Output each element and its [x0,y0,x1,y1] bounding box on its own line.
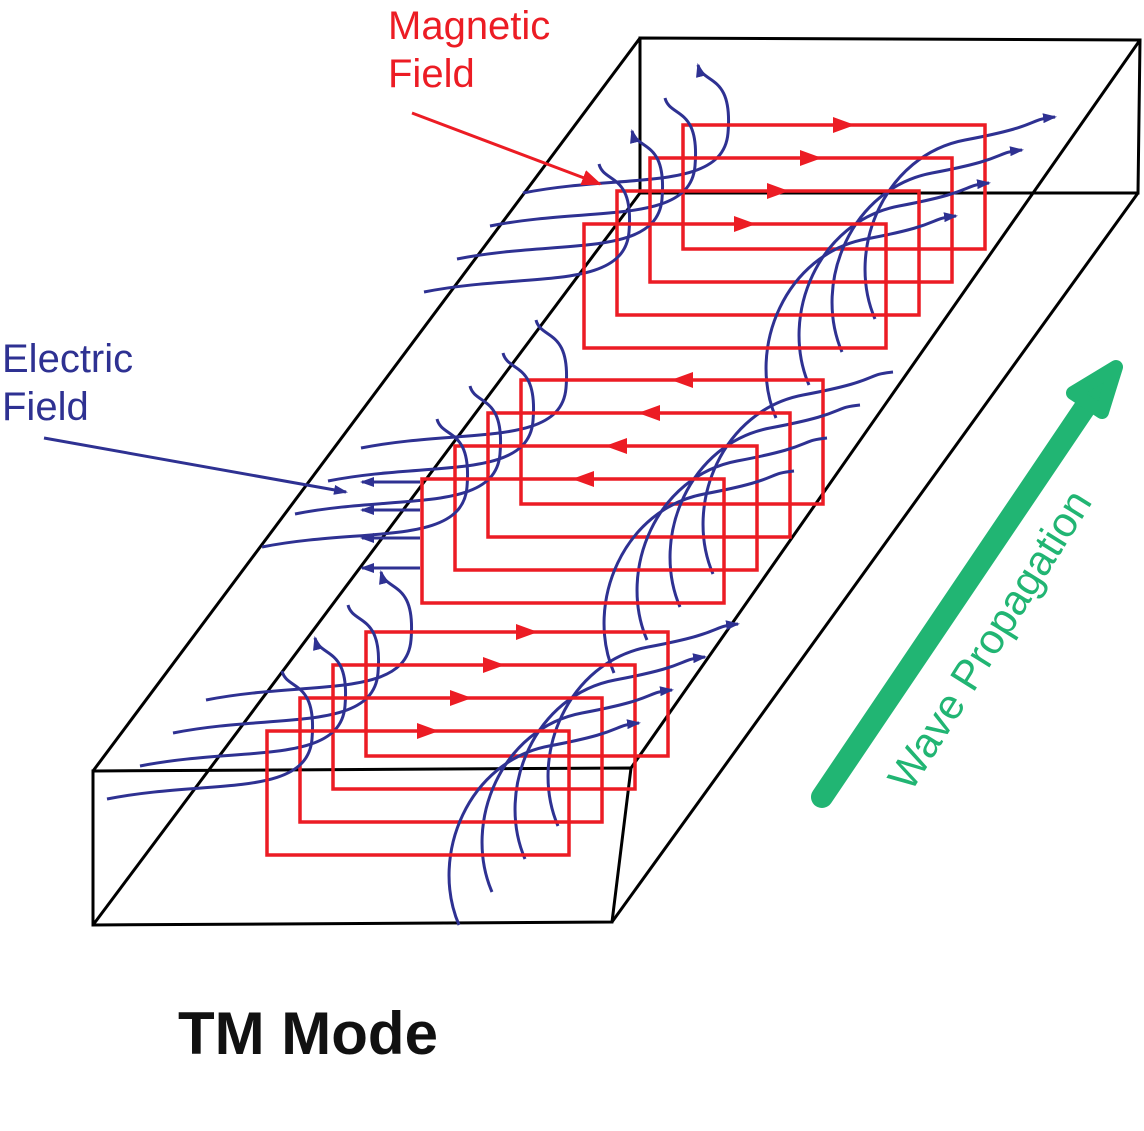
electric-field-line [456,129,665,261]
magnetic-direction-arrow [417,723,439,739]
waveguide-box [91,36,1142,927]
waveguide-edge [629,39,1142,769]
electric-field-line [602,469,795,674]
magnetic-field-loop [298,696,604,824]
magnetic-field-loop [582,222,888,350]
electric-label-line2: Field [2,385,89,429]
wave-propagation-arrow-head [1066,360,1123,419]
electric-field-line [489,97,698,228]
magnetic-direction-arrow [450,690,472,706]
magnetic-direction-arrow [671,372,693,388]
electric-field-line [139,636,348,768]
electric-field-line [797,179,991,386]
electric-field-line [522,63,731,195]
waveguide-edge [91,37,642,772]
magnetic-pointer-arrow [411,111,602,186]
magnetic-field-loop [648,156,954,284]
electric-field-line [635,436,828,641]
magnetic-field-loop [420,477,726,605]
magnetic-field-loop [364,630,670,758]
magnetic-direction-arrow [800,150,822,166]
magnetic-direction-arrow [483,657,505,673]
electric-field-line [327,352,536,483]
electric-field-line [261,418,470,549]
electric-field-label: Electric Field [2,335,133,431]
electric-field-line [480,686,674,893]
magnetic-direction-arrow [572,471,594,487]
magnetic-field-loop [486,411,792,539]
electric-field-line [106,670,315,801]
electric-field-line [513,653,707,860]
magnetic-label-line2: Field [388,52,475,96]
electric-field-line [863,113,1057,320]
magnetic-field-loop [453,444,759,572]
electric-field-line [172,604,381,735]
magnetic-direction-arrow [833,117,855,133]
diagram-title: TM Mode [178,1000,438,1067]
electric-field-line [546,620,740,827]
electric-pointer-arrow [43,436,348,495]
waveguide-back-face [638,36,1142,195]
magnetic-field-loop [519,378,825,506]
magnetic-field-loop [265,729,571,857]
electric-field-line [423,163,632,294]
magnetic-direction-arrow [605,438,627,454]
magnetic-field-loop [615,189,921,317]
waveguide-edge [610,192,1140,923]
magnetic-direction-arrow [767,183,789,199]
field-lines [106,63,1057,926]
electric-field-line [447,719,641,926]
electric-field-line [668,403,861,608]
electric-field-line [360,319,569,450]
magnetic-direction-arrow [734,216,756,232]
waveguide-edge [91,192,642,926]
magnetic-direction-arrow [516,624,538,640]
magnetic-direction-arrow [638,405,660,421]
electric-label-line1: Electric [2,337,134,381]
magnetic-label-line1: Magnetic [388,4,551,48]
electric-field-line [830,146,1024,353]
magnetic-field-label: Magnetic Field [388,2,550,98]
electric-field-line [764,212,958,419]
magnetic-field-loop [681,123,987,251]
electric-field-line [701,370,894,575]
wave-propagation-arrow-shaft [811,389,1101,808]
electric-field-line [294,385,503,516]
electric-field-line [205,570,414,702]
